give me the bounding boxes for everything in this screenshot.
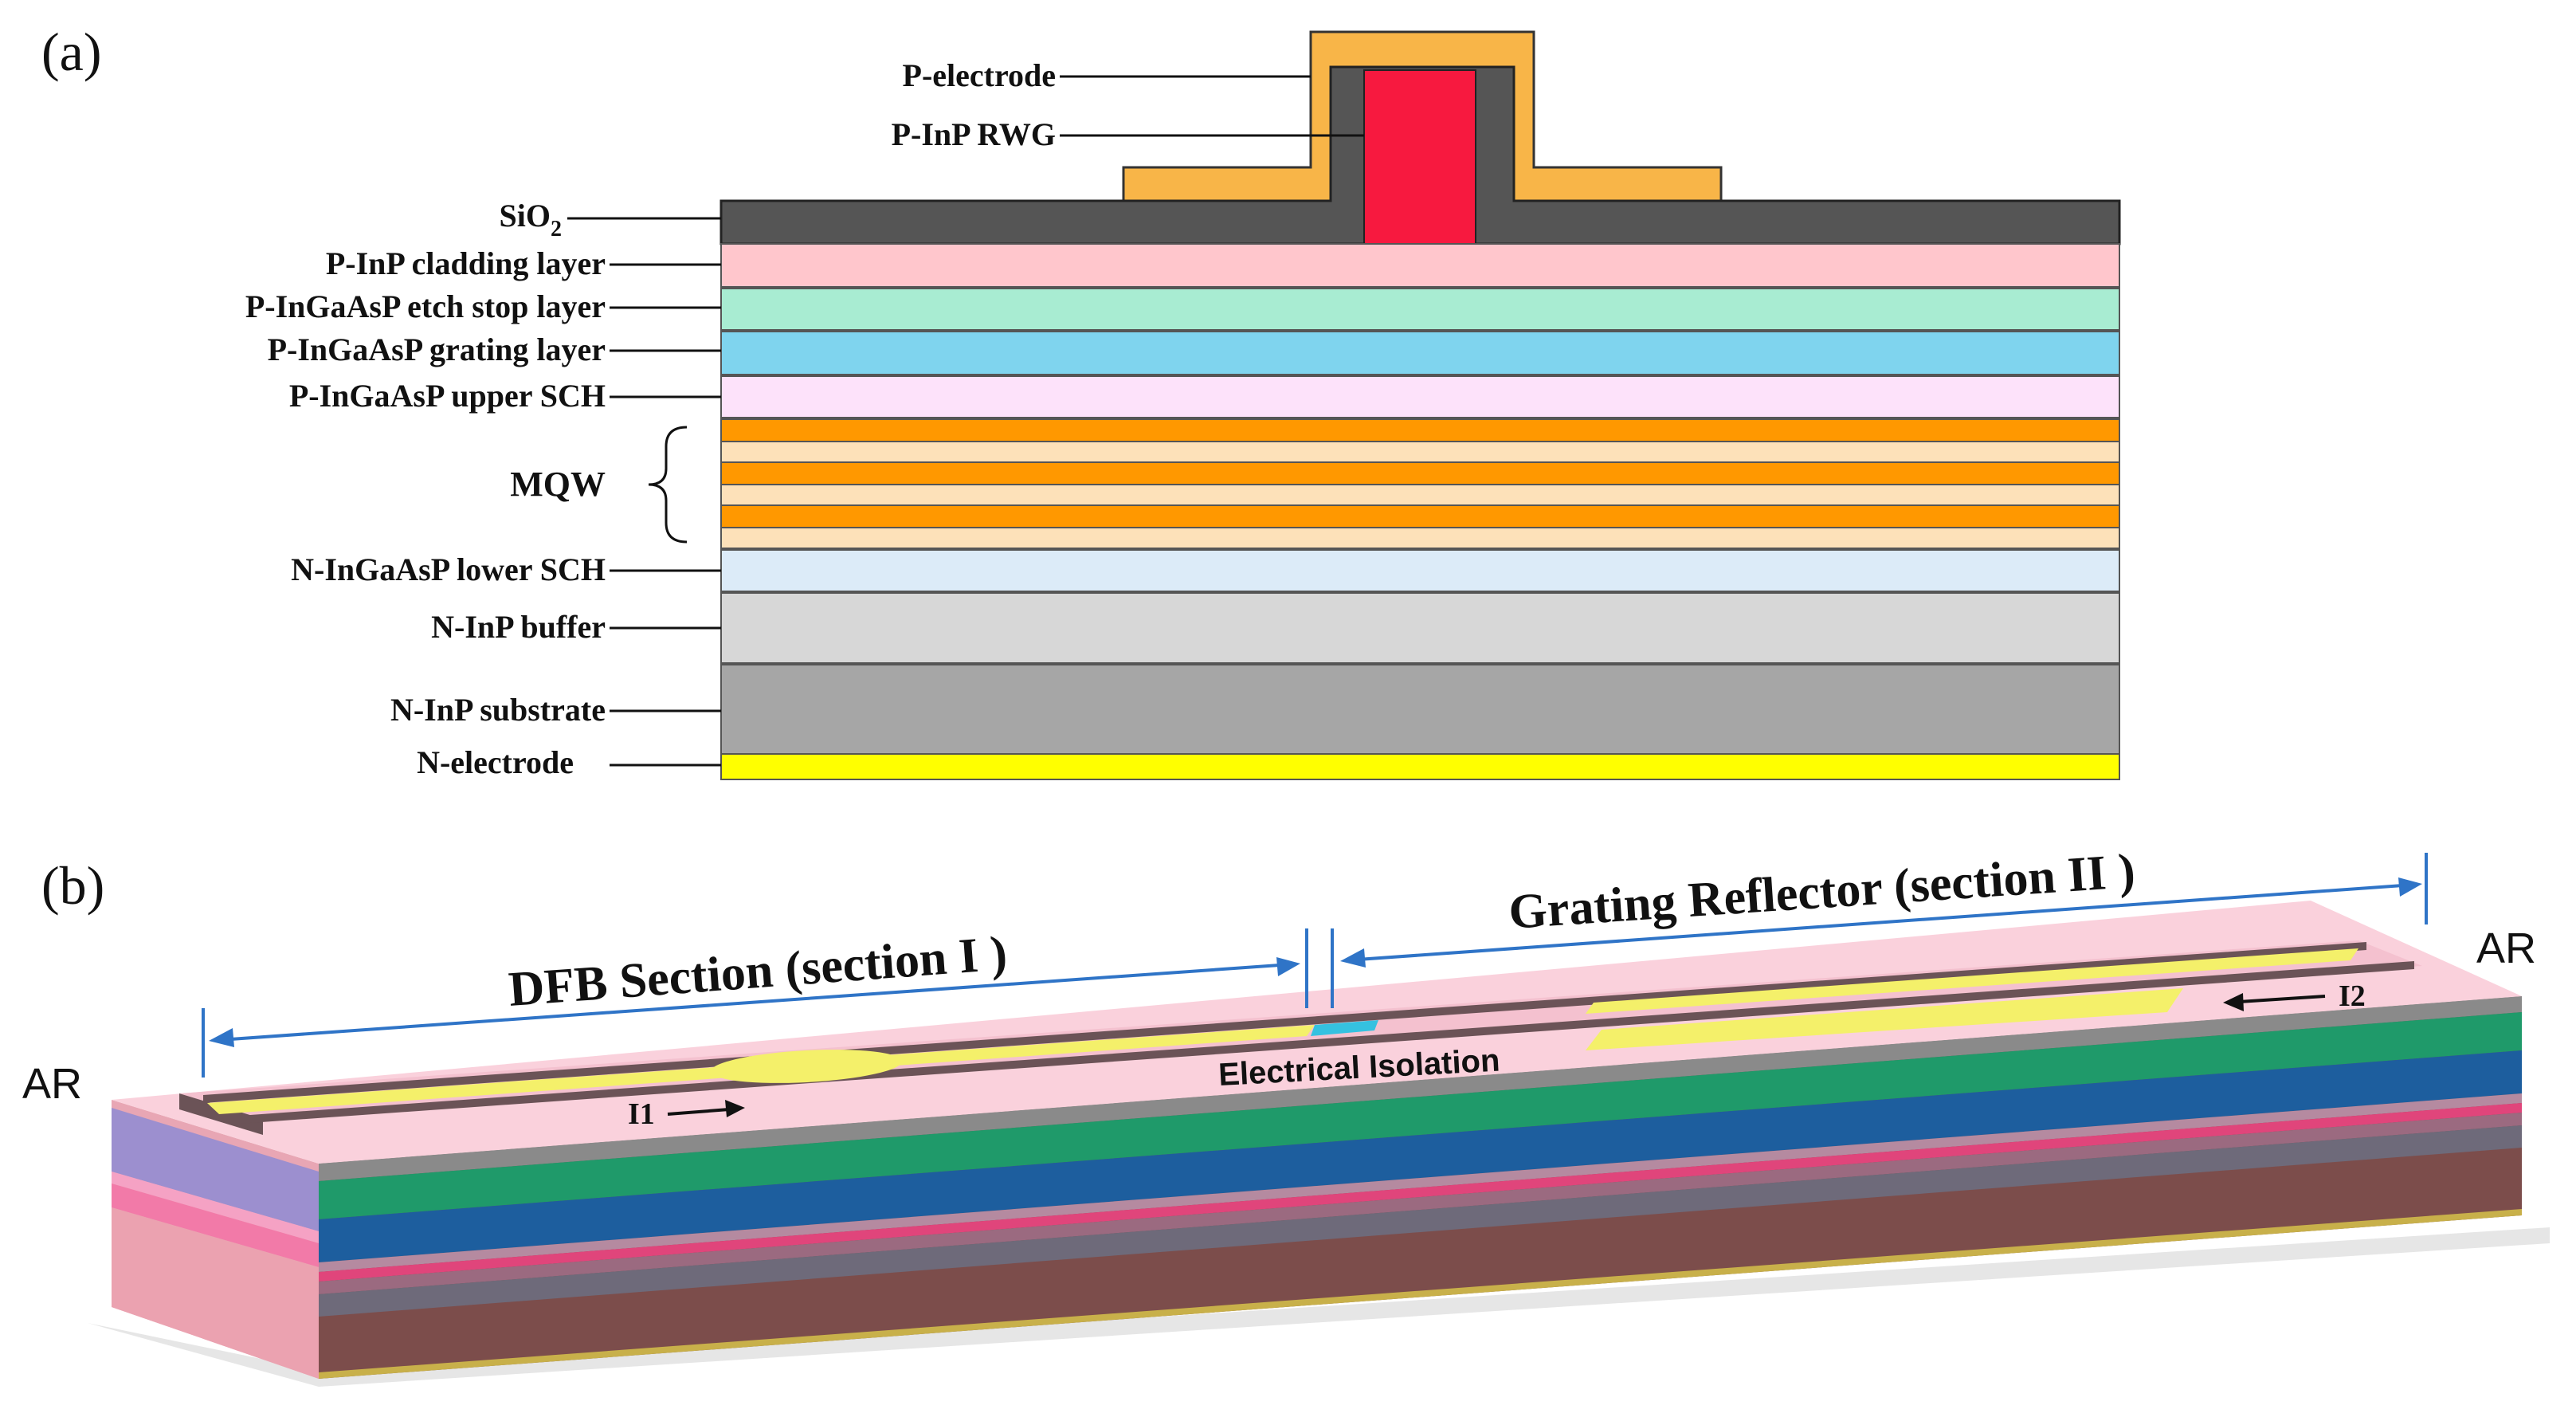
mqw-barrier-3 (720, 527, 2120, 549)
isolation-gap (1311, 1020, 1378, 1036)
mqw-well-1 (720, 418, 2120, 442)
layer-p-inp-cladding (720, 243, 2120, 288)
left-facet-band-1 (112, 1108, 319, 1231)
p-inp-rwg (1363, 69, 1476, 245)
label-substrate: N-InP substrate (390, 692, 606, 728)
layer-substrate (720, 664, 2120, 755)
mqw-well-3 (720, 504, 2120, 528)
label-sio2: SiO2 (500, 198, 562, 241)
front-upper-band (319, 996, 2522, 1181)
label-i2: I2 (2339, 979, 2366, 1013)
dim-grating-arrow-right (2398, 877, 2422, 897)
dim-dfb-arrow-left (209, 1028, 234, 1047)
label-n-electrode: N-electrode (417, 744, 574, 780)
arrow-i2-shaft (2238, 995, 2326, 1003)
dim-dfb-line (218, 963, 1292, 1042)
dimension-dfb (202, 928, 1308, 1078)
left-facet-band-2 (112, 1172, 319, 1243)
layer-buffer (720, 592, 2120, 664)
arrow-i1-shaft (667, 1108, 730, 1116)
arrow-i1-head (725, 1100, 745, 1117)
mqw-barrier-1 (720, 441, 2120, 463)
front-mqw-1 (319, 1093, 2522, 1272)
left-facet-band-3 (112, 1184, 319, 1267)
layer-etch-stop (720, 288, 2120, 331)
label-ar-left: AR (22, 1060, 82, 1108)
dim-grating-line (1346, 883, 2415, 962)
label-buffer: N-InP buffer (431, 609, 606, 645)
label-p-inp-rwg: P-InP RWG (892, 116, 1056, 152)
label-grating: P-InGaAsP grating layer (268, 332, 606, 367)
label-ar-right: AR (2476, 924, 2536, 972)
label-etch-stop: P-InGaAsP etch stop layer (245, 289, 606, 324)
panel-a-label: (a) (41, 22, 101, 82)
layer-grating (720, 331, 2120, 375)
panel-b-label: (b) (41, 855, 104, 916)
device-3d (88, 901, 2550, 1387)
mqw-well-2 (720, 461, 2120, 485)
layer-stack (720, 243, 2120, 780)
dim-grating-arrow-left (1340, 948, 1366, 968)
layer-lower-sch (720, 549, 2120, 592)
label-lower-sch: N-InGaAsP lower SCH (291, 552, 606, 587)
label-p-electrode: P-electrode (903, 57, 1056, 93)
ridge-dark-line-2 (239, 961, 2414, 1124)
label-upper-sch: P-InGaAsP upper SCH (289, 378, 606, 414)
dim-dfb-arrow-right (1276, 957, 1300, 976)
dimension-grating (1331, 853, 2428, 1008)
label-i1: I1 (628, 1097, 655, 1131)
layer-n-electrode (720, 753, 2120, 780)
ridge-dark-left (179, 1093, 263, 1135)
front-mqw-2 (319, 1103, 2522, 1282)
label-mqw: MQW (510, 465, 606, 504)
front-buffer (319, 1125, 2522, 1317)
front-bottom-electrode (319, 1209, 2522, 1379)
label-p-inp-cladding: P-InP cladding layer (326, 245, 606, 281)
mqw-brace (648, 426, 688, 544)
grating-electrode-strip (1586, 948, 2358, 1014)
front-blue (319, 1050, 2522, 1262)
layer-upper-sch (720, 375, 2120, 418)
i2-contact-pad (1586, 988, 2183, 1050)
arrow-i2-head (2223, 993, 2244, 1011)
front-green (319, 1012, 2522, 1219)
i1-contact-pad (711, 1050, 902, 1083)
left-facet-band-4 (112, 1207, 319, 1379)
mqw-barrier-2 (720, 484, 2120, 506)
front-mqw-3 (319, 1113, 2522, 1294)
